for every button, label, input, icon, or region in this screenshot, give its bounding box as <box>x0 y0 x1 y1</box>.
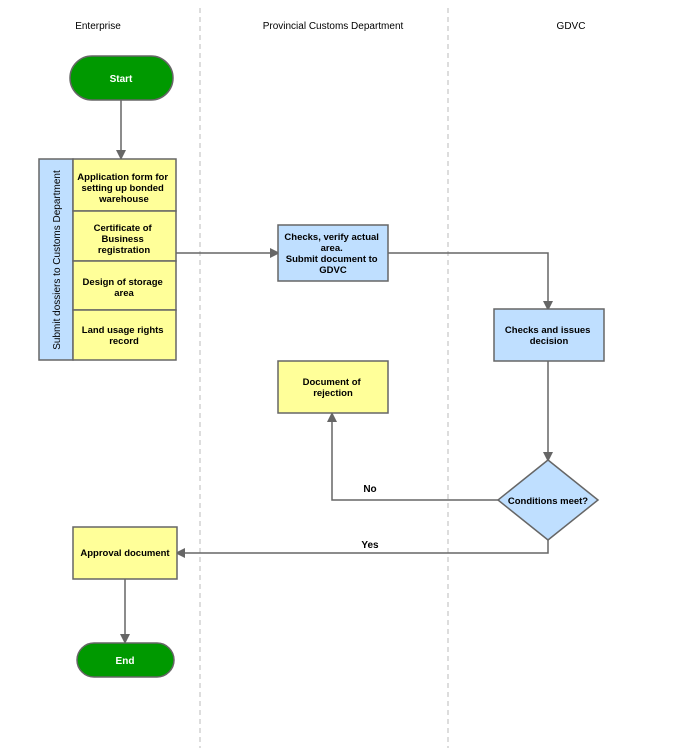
approval-shape <box>72 526 178 580</box>
checks-issues-shape <box>493 308 605 362</box>
certificate-box: Certificate of Business registration <box>72 210 177 262</box>
application-form-label: Application form for setting up bonded w… <box>77 172 170 205</box>
approval-label: Approval document <box>80 548 170 559</box>
checks-verify-box: Checks, verify actual area. Submit docum… <box>277 224 389 282</box>
certificate-label: Certificate of Business registration <box>94 223 155 256</box>
checks-verify-shape <box>277 224 389 282</box>
end-label: End <box>116 656 135 667</box>
application-form-box: Application form for setting up bonded w… <box>72 158 177 212</box>
edge-label-no: No <box>363 484 376 495</box>
end-terminal: End <box>76 642 175 678</box>
end-shape <box>76 642 175 678</box>
land-usage-box: Land usage rights record <box>72 309 177 361</box>
start-terminal: Start <box>69 55 174 101</box>
rejection-label: Document of rejection <box>303 377 364 399</box>
submit-group-label: Submit dossiers to Customs Department <box>52 170 63 350</box>
edge-label-yes: Yes <box>361 540 379 551</box>
lane-title-customs: Provincial Customs Department <box>263 21 404 32</box>
storage-design-label: Design of storage area <box>83 277 166 299</box>
conditions-decision: Conditions meet? <box>496 459 600 541</box>
rejection-shape <box>277 360 389 414</box>
approval-box: Approval document <box>72 526 178 580</box>
submit-dossiers-group: Submit dossiers to Customs Department Ap… <box>38 158 177 361</box>
checks-issues-label: Checks and issues decision <box>505 325 593 347</box>
certificate-shape <box>72 210 177 262</box>
rejection-box: Document of rejection <box>277 360 389 414</box>
edge-no-to-rejection <box>327 412 498 501</box>
checks-verify-label: Checks, verify actual area. Submit docum… <box>284 232 381 276</box>
edge-checks-to-issues <box>388 252 553 311</box>
application-form-shape <box>72 158 177 212</box>
land-usage-shape <box>72 309 177 361</box>
land-usage-label: Land usage rights record <box>82 325 166 347</box>
lane-title-enterprise: Enterprise <box>75 21 121 32</box>
lane-title-gdvc: GDVC <box>557 21 586 32</box>
checks-issues-box: Checks and issues decision <box>493 308 605 362</box>
submit-group-header <box>38 158 74 361</box>
storage-design-box: Design of storage area <box>72 260 177 311</box>
start-shape <box>69 55 174 101</box>
start-label: Start <box>110 74 133 85</box>
conditions-label: Conditions meet? <box>508 496 588 507</box>
edge-yes-to-approval <box>175 540 549 558</box>
storage-design-shape <box>72 260 177 311</box>
conditions-shape <box>496 459 600 541</box>
